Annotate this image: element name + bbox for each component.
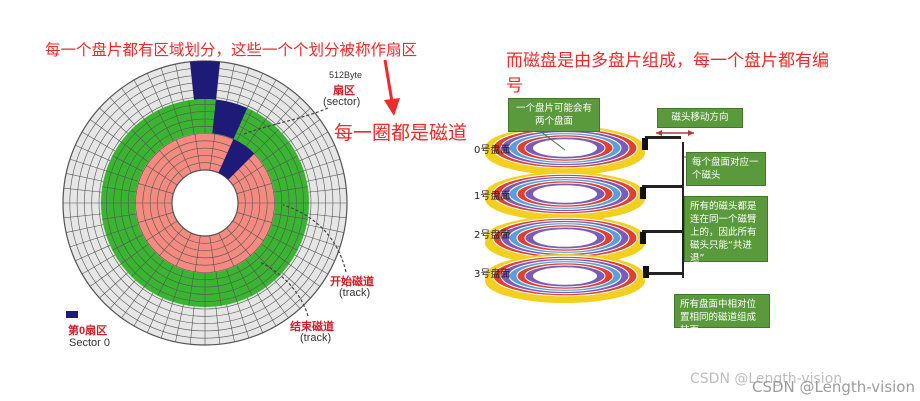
callout-head-direction: 磁头移动方向 [657,108,743,128]
plate-2-label: 2号盘面 [474,226,510,241]
callout-heads-linked: 所有的磁头都是连在同一个磁臂上的，因此所有磁头只能“共进退” [684,196,768,262]
callout-one-head-each: 每个盘面对应一个磁头 [686,152,766,186]
callout-cylinder: 所有盘面中相对位置相同的磁道组成柱面 [674,294,770,328]
plate-0-label: 0号盘面 [474,141,510,156]
callout-two-faces: 一个盘片可能会有两个盘面 [508,98,600,132]
watermark-main: CSDN @Length-vision [752,378,915,396]
plate-3-label: 3号盘面 [474,265,510,280]
plate-1-label: 1号盘面 [474,187,510,202]
